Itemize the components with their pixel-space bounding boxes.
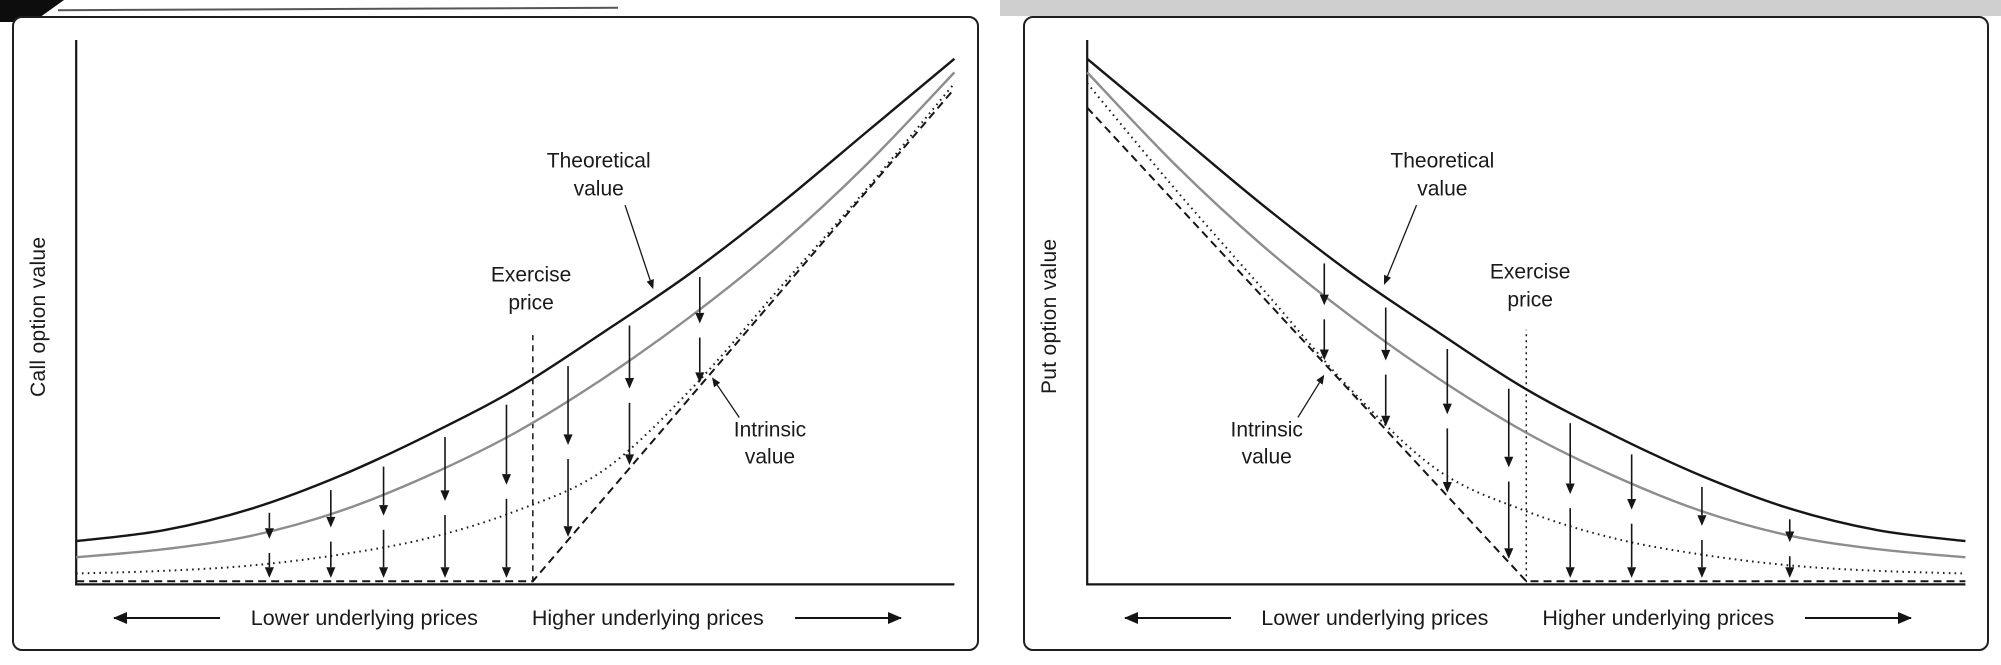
put-plot-column: Theoretical value Exercise price Intrins…	[1067, 32, 1976, 641]
theoretical-value-shorter-time-curve	[1087, 72, 1965, 557]
decay-arrow-head	[1565, 483, 1575, 495]
leader-arrow-head	[1315, 374, 1324, 385]
leader-arrow-head	[1383, 274, 1391, 285]
decay-arrow-head	[1565, 567, 1575, 578]
higher-prices-arrow-icon	[794, 612, 902, 624]
call-exercise-price-label: Exercise price	[490, 263, 572, 315]
lower-prices-label: Lower underlying prices	[250, 605, 478, 630]
lower-prices-arrow-icon	[113, 612, 220, 624]
decay-arrow-head	[501, 474, 512, 485]
decay-arrow-head	[440, 567, 450, 578]
call-plot-area: Theoretical value Exercise price Intrins…	[56, 32, 965, 595]
intrinsic-value-curve	[76, 89, 954, 581]
leader-arrow-head	[712, 377, 721, 388]
higher-prices-arrow-icon	[1805, 612, 1912, 624]
call-x-axis: Lower underlying prices Higher underlyin…	[56, 595, 965, 641]
theoretical-value-curve	[76, 59, 954, 541]
decay-arrow-head	[440, 490, 450, 501]
call-x-axis-labels: Lower underlying prices Higher underlyin…	[220, 606, 795, 631]
put-exercise-price-label: Exercise price	[1489, 260, 1571, 312]
decay-arrow-head	[264, 528, 274, 539]
call-theoretical-value-label: Theoretical value	[546, 149, 651, 201]
decay-arrow-head	[563, 434, 573, 445]
decay-arrow-head	[379, 567, 389, 578]
axis-lines	[1087, 40, 1965, 584]
put-x-axis-labels: Lower underlying prices Higher underlyin…	[1231, 606, 1806, 631]
put-x-axis: Lower underlying prices Higher underlyin…	[1067, 595, 1976, 641]
decay-arrow-head	[695, 312, 705, 324]
decay-arrow-head	[1696, 567, 1706, 578]
decay-arrow-head	[1626, 567, 1636, 578]
put-theoretical-value-label: Theoretical value	[1390, 149, 1495, 201]
intrinsic-value-curve	[1087, 108, 1965, 582]
call-plot-column: Theoretical value Exercise price Intrins…	[56, 32, 965, 641]
put-option-panel: Put option value Theoretical value Exerc…	[1022, 16, 1989, 651]
decay-arrow-head	[1319, 294, 1329, 306]
decay-arrow-head	[624, 378, 635, 389]
theoretical-value-curve	[1087, 59, 1965, 541]
decay-arrow-head	[1626, 498, 1636, 510]
put-y-axis-label: Put option value	[1037, 238, 1061, 395]
decay-arrow-head	[379, 505, 389, 516]
call-chart-canvas	[56, 32, 965, 595]
put-plot-area: Theoretical value Exercise price Intrins…	[1067, 32, 1976, 595]
theoretical-value-shorter-time-curve	[76, 72, 954, 557]
axis-lines	[76, 40, 954, 584]
decay-arrow-head	[1380, 415, 1390, 427]
decay-arrow-head	[326, 516, 336, 528]
decay-arrow-head	[1503, 548, 1513, 559]
call-option-panel: Call option value Theoretical value Exer…	[12, 16, 979, 651]
higher-prices-label: Higher underlying prices	[531, 605, 764, 630]
decay-arrow-head	[1442, 482, 1452, 493]
decay-arrow-head	[1784, 567, 1794, 578]
decay-arrow-head	[624, 454, 635, 466]
decay-arrow-head	[1696, 515, 1706, 526]
decay-arrow-head	[1442, 403, 1452, 415]
put-intrinsic-value-label: Intrinsic value	[1230, 417, 1303, 469]
decay-arrow-head	[695, 372, 705, 383]
higher-prices-label: Higher underlying prices	[1542, 605, 1775, 630]
value-near-expiration-curve	[1087, 83, 1965, 573]
call-intrinsic-value-label: Intrinsic value	[733, 417, 807, 469]
leader-arrow-head	[646, 278, 654, 290]
decay-arrow-head	[1380, 349, 1390, 361]
decay-arrow-head	[501, 567, 512, 578]
put-chart-canvas	[1067, 32, 1976, 595]
decay-arrow-head	[264, 567, 274, 578]
decay-arrow-head	[1319, 349, 1329, 361]
call-y-axis-label: Call option value	[27, 236, 50, 397]
page-scan-edge	[1000, 0, 2001, 16]
leader-arrow-shaft	[625, 205, 650, 280]
leader-arrow-shaft	[717, 385, 739, 418]
leader-arrow-shaft	[1297, 383, 1319, 418]
decay-arrow-head	[326, 567, 336, 578]
leader-arrow-shaft	[1387, 205, 1416, 276]
decay-arrow-head	[1784, 531, 1794, 543]
decay-arrow-head	[563, 526, 573, 537]
value-near-expiration-curve	[76, 83, 954, 573]
lower-prices-arrow-icon	[1123, 612, 1231, 624]
decay-arrow-head	[1503, 456, 1513, 468]
lower-prices-label: Lower underlying prices	[1261, 605, 1489, 630]
